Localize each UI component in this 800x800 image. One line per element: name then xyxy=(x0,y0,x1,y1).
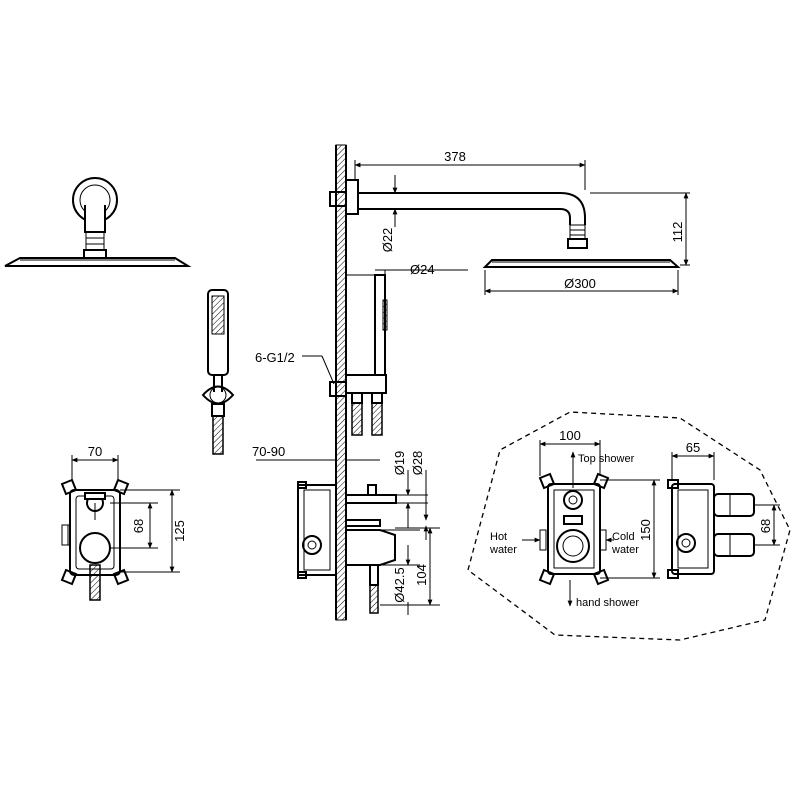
dim-valve-width: 100 xyxy=(559,428,581,443)
arm-dimensions: 378 Ø22 112 Ø300 xyxy=(354,149,690,295)
valve-body-side xyxy=(667,479,755,579)
dim-handle-len: 104 xyxy=(414,564,429,586)
dim-side-width: 65 xyxy=(686,440,700,455)
label-hot-1: Hot xyxy=(490,531,507,543)
dim-wall-depth: 70-90 xyxy=(252,444,285,459)
dim-handle-d: Ø42.5 xyxy=(392,567,407,602)
dim-valve-height: 150 xyxy=(638,519,653,541)
valve-side-dimensions: 65 68 xyxy=(671,440,780,546)
label-hand-shower: hand shower xyxy=(576,597,639,609)
label-cold-2: water xyxy=(611,544,639,556)
dim-spout-28: Ø28 xyxy=(410,451,425,476)
valve-body-dimensions: 100 150 xyxy=(539,428,660,579)
label-top-shower: Top shower xyxy=(578,453,635,465)
shower-arm-side xyxy=(329,179,681,268)
valve-side-view: 70-90 xyxy=(252,444,397,614)
shower-head-front-view xyxy=(4,177,192,267)
flow-labels: Top shower Hot water Cold water hand sho… xyxy=(489,451,639,609)
label-cold-1: Cold xyxy=(612,531,635,543)
dim-plate-width: 70 xyxy=(88,444,102,459)
thread-label: 6-G1/2 xyxy=(255,350,295,365)
dim-arm-length: 378 xyxy=(444,149,466,164)
dim-plate-height: 125 xyxy=(172,520,187,542)
dim-rail-diameter: Ø24 xyxy=(410,262,435,277)
dim-head-drop: 112 xyxy=(670,222,685,243)
valve-body-front xyxy=(538,472,610,586)
dim-arm-diameter: Ø22 xyxy=(380,228,395,253)
plate-dimensions: 70 125 68 xyxy=(71,444,187,573)
dim-side-height: 68 xyxy=(758,519,773,533)
valve-dimensions: Ø19 Ø28 Ø42.5 104 xyxy=(380,451,440,615)
hand-shower-rail-side: Ø24 6-G1/2 xyxy=(255,262,468,436)
label-hot-2: water xyxy=(489,544,517,556)
wall-plate-front-view xyxy=(60,478,130,601)
dim-spout-19: Ø19 xyxy=(392,451,407,476)
hand-shower-view xyxy=(201,289,235,455)
dim-plate-inner: 68 xyxy=(131,519,146,533)
dim-head-diameter: Ø300 xyxy=(564,276,596,291)
detail-outline xyxy=(467,411,791,641)
